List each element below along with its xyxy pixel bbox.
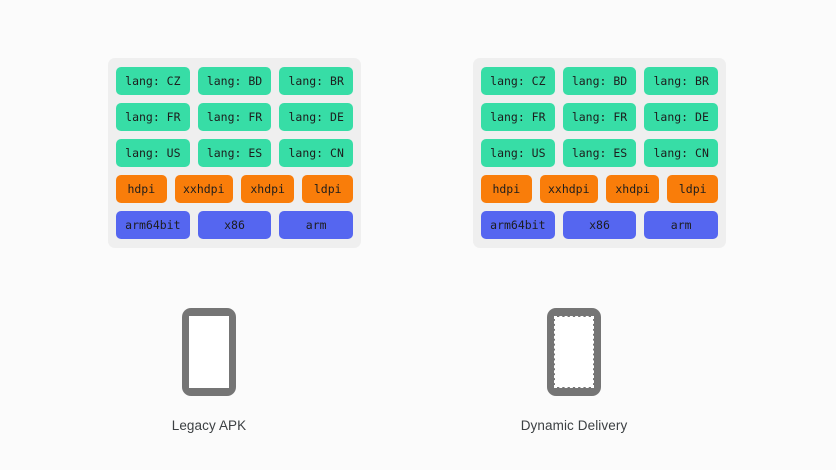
tag-row-density: hdpi xxhdpi xhdpi ldpi [481,175,718,203]
phone-label: Legacy APK [171,418,247,433]
tag-language: lang: BR [644,67,719,95]
tag-row-density: hdpi xxhdpi xhdpi ldpi [116,175,353,203]
phone-icon [182,308,236,396]
resource-panel-dynamic-delivery: lang: CZ lang: BD lang: BR lang: FR lang… [473,58,726,248]
phone-icon [547,308,601,396]
tag-abi: x86 [562,211,637,239]
tag-density: xhdpi [240,175,295,203]
tag-row-abi: arm64bit x86 arm [481,211,719,239]
tag-language: lang: CZ [116,67,190,95]
phone-screen [554,316,594,388]
tag-language: lang: CN [644,139,719,167]
tag-language: lang: US [481,139,555,167]
tag-density: hdpi [116,175,167,203]
tag-density: xxhdpi [539,175,598,203]
tag-density: xhdpi [605,175,660,203]
tag-language: lang: CZ [481,67,555,95]
tag-density: hdpi [481,175,532,203]
tag-density: ldpi [667,175,718,203]
tag-language: lang: DE [644,103,719,131]
tag-row-language-2: lang: FR lang: FR lang: DE [481,103,719,131]
phone-group-dynamic-delivery: Dynamic Delivery [365,308,783,433]
tag-abi: arm64bit [481,211,555,239]
tag-density: xxhdpi [174,175,233,203]
phone-label: Dynamic Delivery [520,418,628,433]
resource-panel-legacy-apk: lang: CZ lang: BD lang: BR lang: FR lang… [108,58,361,248]
tag-abi: arm [279,211,354,239]
tag-row-language-1: lang: CZ lang: BD lang: BR [116,67,354,95]
tag-abi: arm64bit [116,211,190,239]
tag-language: lang: DE [279,103,354,131]
tag-language: lang: ES [562,139,637,167]
tag-language: lang: BD [197,67,272,95]
tag-row-language-3: lang: US lang: ES lang: CN [116,139,354,167]
column-dynamic-delivery: lang: CZ lang: BD lang: BR lang: FR lang… [365,0,783,470]
tag-language: lang: US [116,139,190,167]
phone-screen [189,316,229,388]
tag-language: lang: CN [279,139,354,167]
tag-language: lang: FR [562,103,637,131]
tag-language: lang: BD [562,67,637,95]
tag-abi: arm [644,211,719,239]
tag-density: ldpi [302,175,353,203]
tag-language: lang: FR [481,103,555,131]
tag-abi: x86 [197,211,272,239]
tag-language: lang: FR [197,103,272,131]
tag-row-language-2: lang: FR lang: FR lang: DE [116,103,354,131]
tag-language: lang: FR [116,103,190,131]
tag-row-language-3: lang: US lang: ES lang: CN [481,139,719,167]
tag-language: lang: BR [279,67,354,95]
phone-group-legacy-apk: Legacy APK [0,308,418,433]
tag-language: lang: ES [197,139,272,167]
tag-row-abi: arm64bit x86 arm [116,211,354,239]
tag-row-language-1: lang: CZ lang: BD lang: BR [481,67,719,95]
column-legacy-apk: lang: CZ lang: BD lang: BR lang: FR lang… [0,58,418,433]
